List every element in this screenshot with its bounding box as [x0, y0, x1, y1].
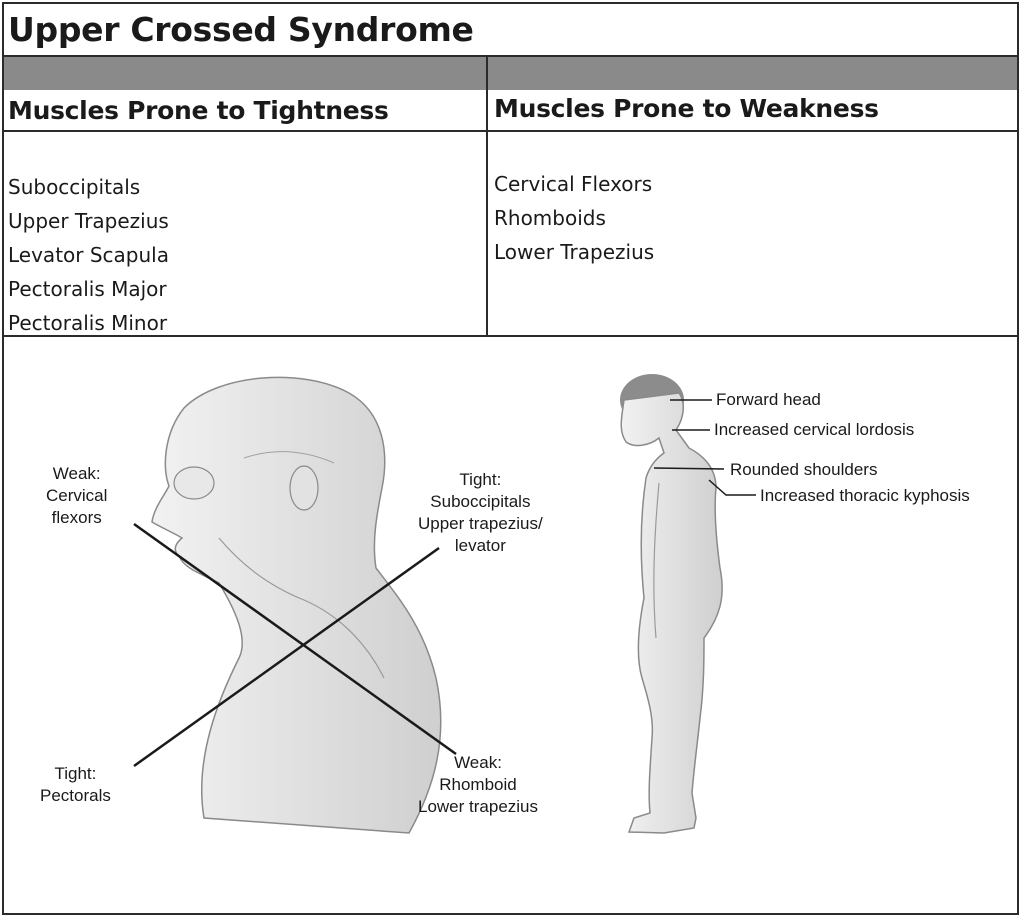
page-title: Upper Crossed Syndrome	[8, 10, 474, 49]
divider-heading	[4, 130, 1017, 132]
illustration-area	[133, 374, 756, 834]
heading-weakness: Muscles Prone to Weakness	[494, 94, 879, 123]
label-weak-cervical-flexors: Weak: Cervical flexors	[46, 464, 108, 527]
label-tight-suboccipitals: Tight: Suboccipitals Upper trapezius/ le…	[418, 470, 543, 555]
list-item: Pectoralis Minor	[8, 311, 168, 335]
standing-figure	[620, 374, 723, 834]
label-tight-pectorals: Tight: Pectorals	[40, 764, 111, 805]
list-item: Lower Trapezius	[494, 240, 655, 264]
label-weak-rhomboid: Weak: Rhomboid Lower trapezius	[418, 753, 539, 816]
label-forward-head: Forward head	[716, 390, 821, 409]
label-rounded-shoulders: Rounded shoulders	[730, 460, 878, 479]
leader-thoracic-kyphosis	[708, 479, 756, 496]
header-band	[4, 56, 1017, 90]
divider-table-bottom	[4, 335, 1017, 337]
eye-region-shape	[173, 466, 215, 500]
ear-shape	[289, 465, 319, 511]
leader-rounded-shoulders	[653, 467, 725, 470]
list-item: Pectoralis Major	[8, 277, 167, 301]
divider-column	[486, 56, 488, 336]
weak-cross-line	[133, 522, 457, 756]
list-item: Cervical Flexors	[494, 172, 653, 196]
list-item: Levator Scapula	[8, 243, 169, 267]
divider-title	[4, 55, 1017, 57]
heading-tightness: Muscles Prone to Tightness	[8, 96, 389, 125]
tight-cross-line	[133, 546, 440, 768]
list-item: Upper Trapezius	[8, 209, 169, 233]
label-cervical-lordosis: Increased cervical lordosis	[714, 420, 915, 439]
list-item: Rhomboids	[494, 206, 606, 230]
label-thoracic-kyphosis: Increased thoracic kyphosis	[760, 486, 970, 505]
list-item: Suboccipitals	[8, 175, 141, 199]
tightness-list: Suboccipitals Upper Trapezius Levator Sc…	[8, 170, 169, 340]
head-shoulders-figure	[151, 376, 442, 834]
weakness-list: Cervical Flexors Rhomboids Lower Trapezi…	[494, 167, 654, 269]
